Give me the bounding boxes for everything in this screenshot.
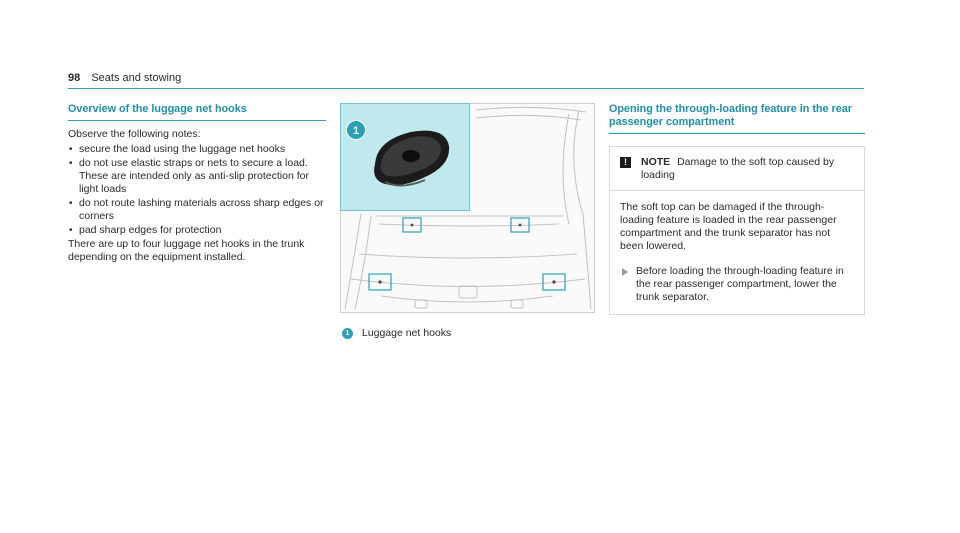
list-item: do not use elastic straps or nets to sec… (68, 157, 326, 196)
list-item: pad sharp edges for protection (68, 224, 326, 237)
hook-detail-inset (340, 103, 470, 211)
page-number: 98 (68, 72, 81, 84)
outro-text: There are up to four luggage net hooks i… (68, 238, 305, 263)
action-step: Before loading the through-loading featu… (620, 265, 854, 304)
page-header: 98 Seats and stowing (68, 72, 181, 84)
trunk-drawing (344, 106, 592, 310)
caption-number: 1 (342, 327, 353, 339)
notes-list: secure the load using the luggage net ho… (68, 143, 326, 237)
list-item: do not route lashing materials across sh… (68, 197, 326, 223)
note-text: The soft top can be damaged if the throu… (620, 201, 837, 252)
intro-text: Observe the following notes: (68, 128, 201, 140)
section-heading: Opening the through-loading feature in t… (609, 103, 865, 134)
list-item: secure the load using the luggage net ho… (68, 143, 326, 156)
figure-caption: 1 Luggage net hooks (342, 327, 451, 339)
note-label: NOTE (641, 156, 671, 168)
header-rule (68, 88, 864, 89)
caption-text: Luggage net hooks (361, 327, 452, 339)
note-header: ! NOTE Damage to the soft top caused by … (610, 147, 864, 191)
arrow-right-icon (622, 268, 628, 276)
section-title: Seats and stowing (91, 72, 182, 84)
exclamation-icon: ! (620, 157, 631, 168)
action-text: Before loading the through-loading featu… (636, 265, 844, 303)
note-heading: Damage to the soft top caused by loading (641, 156, 835, 181)
note-box: ! NOTE Damage to the soft top caused by … (609, 146, 865, 315)
through-loading-section: Opening the through-loading feature in t… (609, 103, 865, 315)
callout-marker: 1 (346, 120, 366, 140)
note-body: The soft top can be damaged if the throu… (610, 191, 864, 314)
luggage-hooks-section: Overview of the luggage net hooks Observ… (68, 103, 326, 264)
section-heading: Overview of the luggage net hooks (68, 103, 326, 121)
hook-icon (374, 130, 450, 187)
